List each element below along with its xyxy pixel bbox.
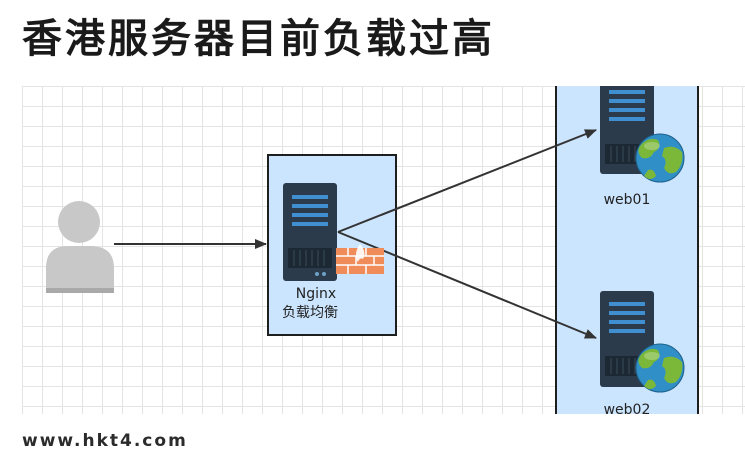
firewall-icon [336,244,384,274]
load-balancer-label: 负载均衡 [282,305,338,321]
diagram-svg: Nginx 负载均衡 web01 [46,86,699,414]
page-title: 香港服务器目前负载过高 [22,16,495,62]
footer-url[interactable]: www.hkt4.com [22,431,188,451]
user-icon [46,201,114,293]
web02-globe-icon [635,343,685,393]
arrow-nginx-to-web01 [337,129,597,233]
web01-globe-icon [635,133,685,183]
diagram-canvas: Nginx 负载均衡 web01 [22,86,745,414]
web02-label: web02 [604,402,651,414]
server-icon [283,183,337,281]
web01-label: web01 [604,192,651,208]
nginx-label: Nginx [296,286,336,302]
